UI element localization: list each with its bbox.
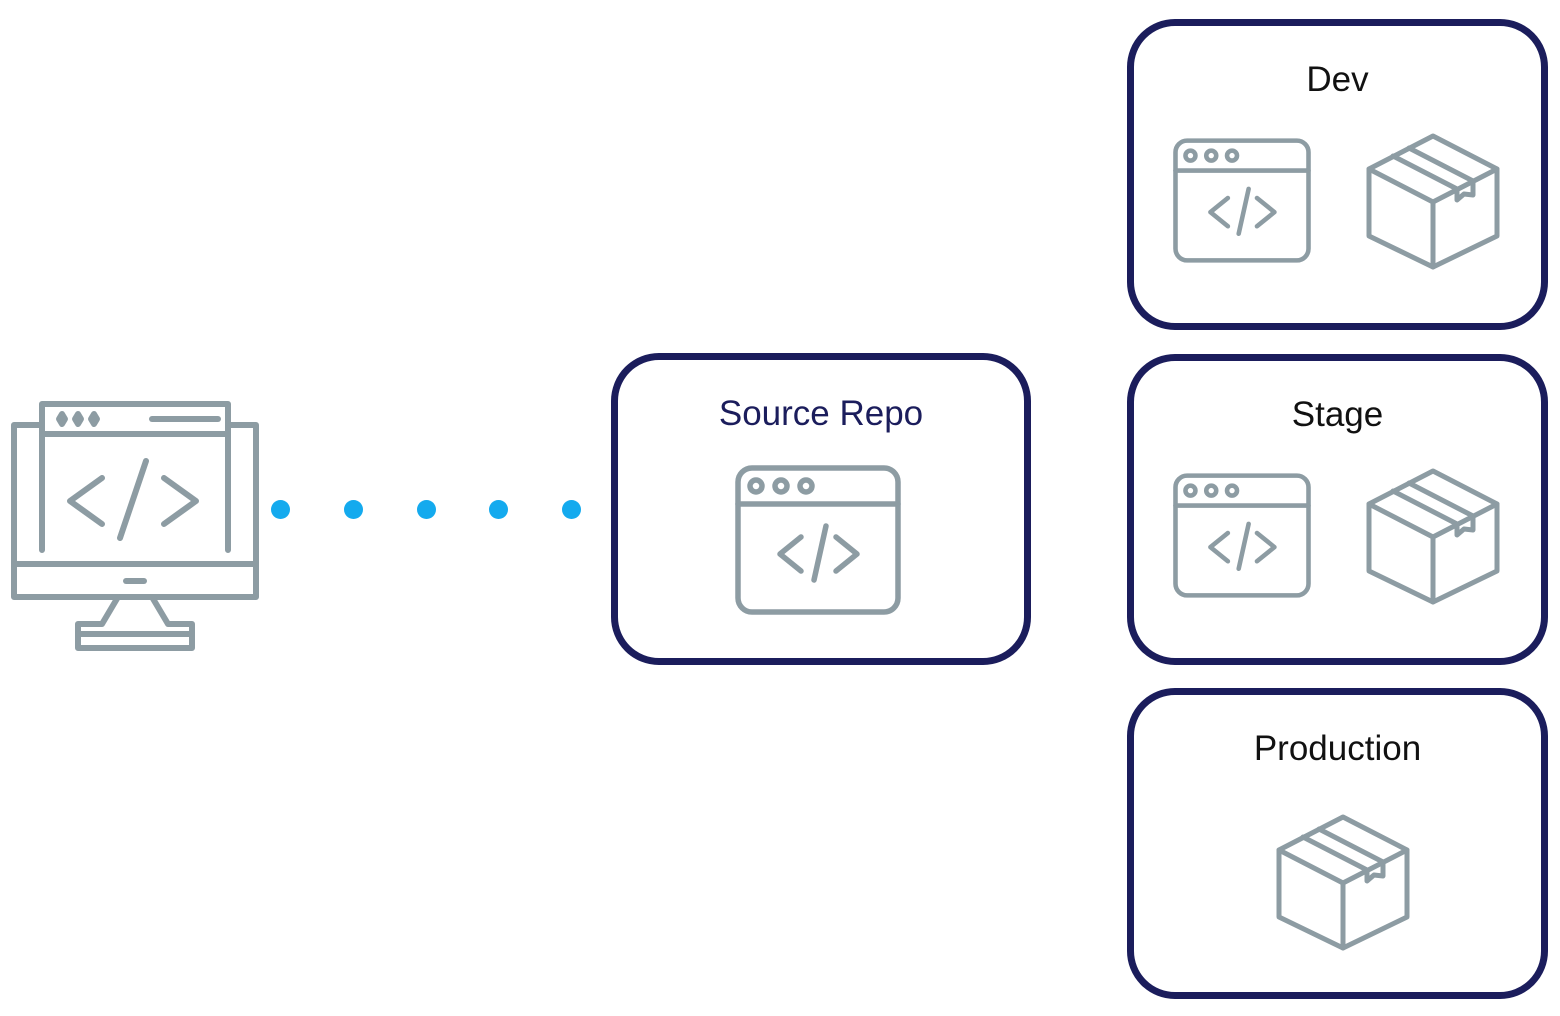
connector-dot xyxy=(416,500,436,519)
stage-environment-box: Stage xyxy=(1127,354,1548,665)
production-title: Production xyxy=(1253,729,1422,768)
production-environment-box: Production xyxy=(1127,688,1548,999)
connector-dot xyxy=(343,500,363,519)
stage-title: Stage xyxy=(1291,395,1384,434)
dev-title: Dev xyxy=(1306,60,1369,99)
connector-dot xyxy=(271,500,290,519)
code-window-icon xyxy=(735,465,901,615)
developer-monitor-code-icon xyxy=(6,398,262,656)
code-window-icon xyxy=(1173,138,1311,263)
package-box-icon xyxy=(1365,132,1501,270)
package-box-icon xyxy=(1275,813,1411,951)
connector-dot xyxy=(562,500,581,519)
code-window-icon xyxy=(1173,473,1311,598)
package-box-icon xyxy=(1365,467,1501,605)
source-repo-title: Source Repo xyxy=(718,394,924,433)
source-repo-box: Source Repo xyxy=(611,353,1031,665)
connector-dot xyxy=(489,500,509,519)
dev-environment-box: Dev xyxy=(1127,19,1548,330)
